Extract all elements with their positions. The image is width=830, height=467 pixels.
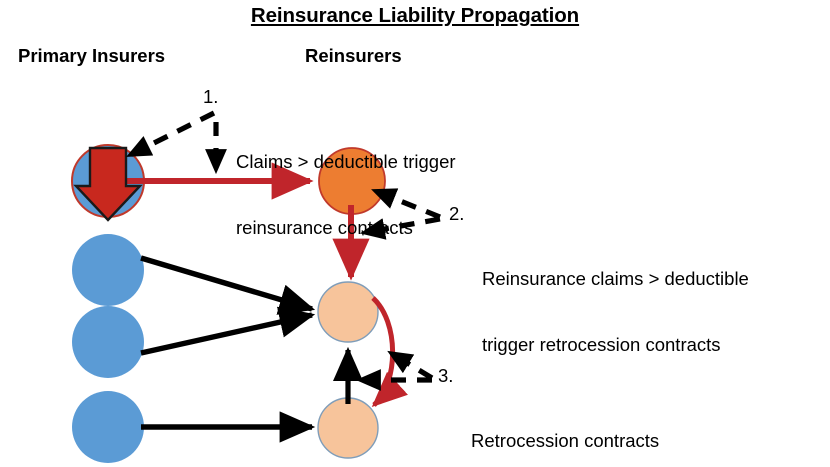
- callout-2-to-flow: [359, 216, 441, 240]
- annotation-note-1: 1. Claims > deductible trigger reinsuran…: [203, 86, 456, 282]
- flow-primary3-to-retro1: [140, 306, 316, 356]
- column-header-reinsurers: Reinsurers: [305, 45, 402, 66]
- annotation-note-3: 3. Retrocession contracts interact until…: [438, 365, 702, 467]
- down-block-arrow-icon: [73, 146, 143, 222]
- callout-2-to-reinsurer1: [371, 187, 441, 220]
- page-title-text: Reinsurance Liability Propagation: [250, 4, 580, 27]
- primary-insurer-3[interactable]: [72, 306, 144, 378]
- flow-primary2-to-retro1: [140, 255, 316, 315]
- annotation-note-3-number: 3.: [438, 365, 454, 386]
- callout-3-to-curve: [387, 349, 434, 381]
- retrocessionaire-2[interactable]: [317, 397, 379, 459]
- column-header-primary-insurers: Primary Insurers: [18, 45, 166, 66]
- annotation-note-1-number: 1.: [203, 86, 219, 107]
- page-title: Reinsurance Liability Propagation: [0, 4, 830, 28]
- annotation-note-1-line2: reinsurance contracts: [236, 216, 413, 238]
- annotation-note-2-line1: Reinsurance claims > deductible: [482, 268, 749, 290]
- retrocessionaire-1[interactable]: [317, 281, 379, 343]
- callout-1-to-primary1: [126, 110, 216, 159]
- annotation-note-2: 2. Reinsurance claims > deductible trigg…: [449, 203, 749, 399]
- primary-insurer-4[interactable]: [72, 391, 144, 463]
- annotation-note-2-line2: trigger retrocession contracts: [482, 333, 721, 355]
- annotation-note-2-number: 2.: [449, 203, 465, 224]
- annotation-note-3-line1: Retrocession contracts: [471, 430, 660, 452]
- primary-insurer-2[interactable]: [72, 234, 144, 306]
- annotation-note-1-line1: Claims > deductible trigger: [236, 151, 456, 173]
